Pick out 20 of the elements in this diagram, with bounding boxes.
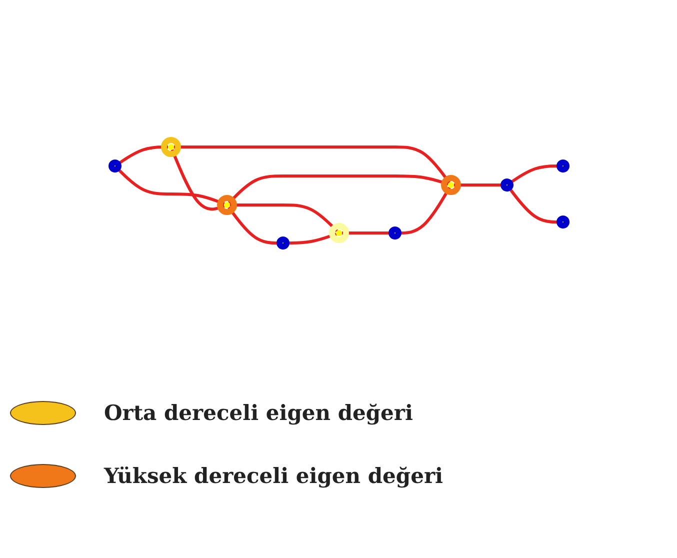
connection-line	[342, 232, 392, 234]
connection-line	[228, 174, 448, 204]
network-node	[216, 195, 236, 215]
network-node	[500, 178, 513, 192]
network-node	[108, 160, 121, 172]
legend-label: Orta dereceli eigen değeri	[104, 400, 413, 425]
connection-line	[174, 146, 450, 184]
network-node	[388, 226, 401, 240]
network-node	[328, 223, 348, 243]
network-node	[556, 216, 569, 228]
network-node	[556, 160, 569, 172]
legend-label: Yüksek dereceli eigen değeri	[104, 463, 444, 488]
connection-line	[227, 206, 280, 244]
network-node	[160, 137, 180, 157]
connection-line	[116, 167, 224, 206]
network-node	[276, 236, 289, 250]
connection-line	[454, 184, 504, 186]
network-node	[440, 175, 460, 195]
connection-line	[230, 204, 338, 232]
connection-line	[170, 149, 224, 211]
